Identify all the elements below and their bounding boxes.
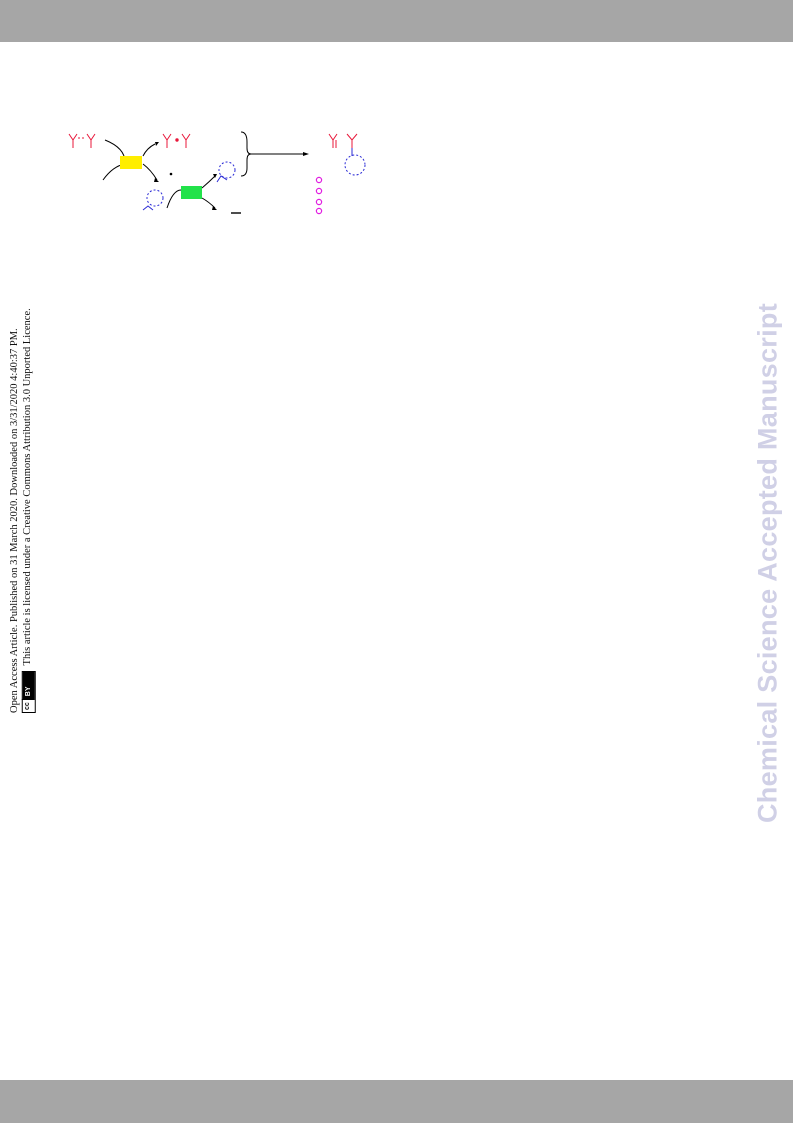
right-brace (240, 131, 252, 177)
green-catalyst-box (181, 186, 202, 199)
top-gray-bar (0, 0, 793, 42)
cc-by-badge[interactable]: cc BY (21, 671, 36, 713)
magenta-markers (315, 176, 323, 215)
by-icon: BY (22, 672, 35, 700)
red-fragment-middle (162, 133, 191, 148)
bottom-gray-bar (0, 1080, 793, 1123)
reaction-scheme (68, 131, 366, 215)
yellow-catalyst-box (120, 156, 142, 169)
product-structure (328, 133, 366, 176)
curve-arrow-4 (142, 163, 158, 181)
blue-substrate-left (142, 189, 164, 211)
license-line-2: This article is licensed under a Creativ… (22, 308, 33, 666)
radical-dot (169, 172, 173, 176)
red-fragment-left (68, 133, 96, 148)
license-line-1: Open Access Article. Published on 31 Mar… (8, 328, 20, 713)
curve-arrow-2 (142, 143, 156, 157)
blue-fragment-right (216, 161, 236, 183)
manuscript-watermark: Chemical Science Accepted Manuscript (752, 303, 783, 823)
open-access-note: Open Access Article. Published on 31 Mar… (9, 273, 36, 713)
cc-icon: cc (22, 699, 35, 712)
license-line-2-row: cc BY This article is licensed under a C… (21, 273, 36, 713)
